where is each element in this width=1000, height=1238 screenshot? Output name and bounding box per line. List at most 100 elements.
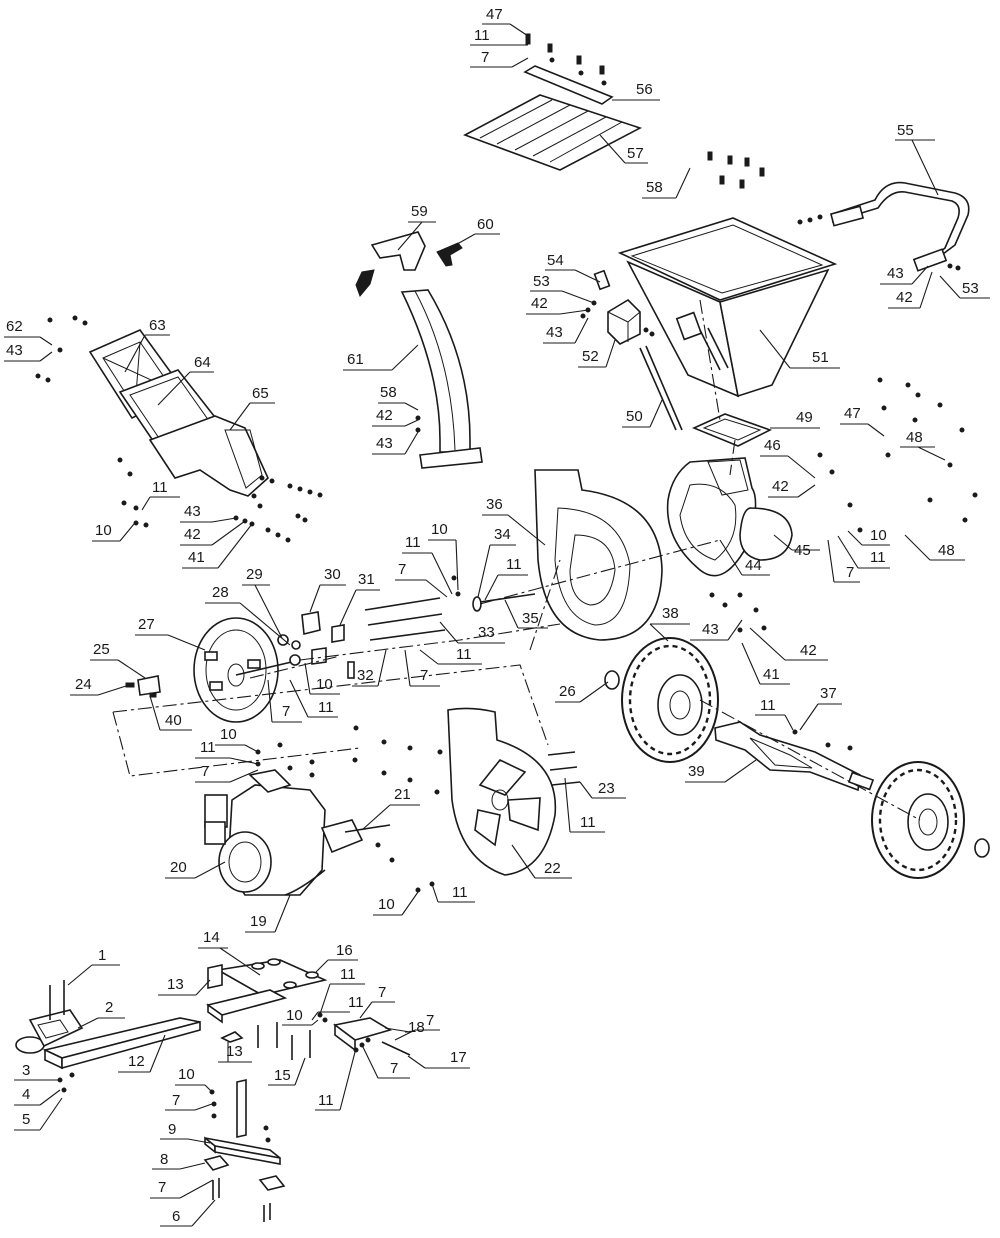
callout-label: 7 (398, 561, 406, 578)
callout-label: 56 (636, 81, 653, 98)
callout-7-lower: 7 (361, 1044, 410, 1079)
callout-37: 26 (555, 681, 609, 703)
callout-label: 34 (494, 526, 511, 543)
callout-label: 11 (452, 884, 468, 901)
callout-43-left: 43 (4, 342, 53, 362)
callout-label: 43 (6, 342, 23, 359)
callout-label: 48 (938, 542, 955, 559)
callout-11-top: 11 (470, 27, 528, 46)
callout-64: 64 (157, 354, 214, 406)
part-18-bracket (333, 1017, 411, 1056)
callout-7-engine: 7 (195, 763, 259, 783)
callout-47-top: 47 (482, 6, 529, 37)
callout-label: 43 (184, 503, 201, 520)
part-56-hinge-bar (523, 65, 614, 105)
callout-label: 41 (188, 549, 205, 566)
callout-55: 55 (895, 122, 939, 196)
callout-27: 27 (135, 616, 206, 651)
part-59-bracket (355, 231, 426, 297)
callout-63: 63 (124, 317, 170, 373)
part-50-rod (639, 345, 683, 431)
callout-7-ring: 7 (404, 649, 440, 687)
callout-44: 44 (719, 539, 770, 576)
callout-label: 11 (152, 479, 168, 496)
callout-53-mid: 53 (530, 273, 595, 304)
callout-label: 27 (138, 616, 155, 633)
callout-5: 5 (14, 1097, 63, 1131)
callout-58-mid: 58 (378, 384, 419, 411)
callout-26: 40 (149, 695, 192, 731)
callout-42-wheel: 42 (749, 627, 828, 661)
callout-60: 60 (451, 216, 500, 248)
callout-42-lower: 42 (180, 520, 246, 546)
callout-label: 10 (316, 676, 333, 693)
callout-label: 43 (887, 265, 904, 282)
callout-28: 28 (205, 584, 291, 646)
callout-label: 23 (598, 780, 615, 797)
part-39-axle (714, 721, 875, 792)
callout-label: 64 (194, 354, 211, 371)
part-36-housing (534, 469, 663, 641)
callout-label: 3 (22, 1062, 30, 1079)
callout-42-right: 42 (768, 478, 816, 498)
callout-7-pad: 7 (150, 1179, 214, 1199)
callout-label: 11 (340, 966, 356, 983)
callout-11-ring: 11 (419, 646, 482, 665)
callout-label: 19 (250, 913, 267, 930)
callout-label: 11 (474, 27, 490, 44)
callout-11-center: 11 (402, 534, 453, 595)
part-12-frame-beam (42, 1017, 201, 1070)
callout-49: 49 (770, 409, 820, 429)
part-49-gasket (691, 413, 773, 447)
callout-57: 57 (599, 134, 648, 164)
callout-53-handle: 53 (939, 275, 990, 299)
callout-label: 54 (547, 252, 564, 269)
callout-43-wheel: 43 (690, 619, 743, 641)
callout-label: 29 (246, 566, 263, 583)
callout-label: 32 (357, 667, 374, 684)
callout-label: 58 (380, 384, 397, 401)
callout-label: 55 (897, 122, 914, 139)
callout-label: 53 (533, 273, 550, 290)
callout-31: 31 (339, 571, 380, 626)
part-47-bolts-top (525, 33, 607, 86)
callout-label: 11 (200, 739, 216, 756)
callout-11-chassis: 11 (319, 966, 365, 1015)
callout-label: 51 (812, 349, 829, 366)
callout-45: 45 (773, 534, 820, 559)
callout-label: 7 (282, 703, 290, 720)
callout-21: 21 (361, 786, 420, 831)
part-60-knob (436, 242, 463, 267)
callout-label: 9 (168, 1121, 176, 1138)
callout-label: 36 (486, 496, 503, 513)
callout-10-center: 10 (428, 521, 459, 591)
callout-14: 14 (198, 929, 261, 976)
callout-22: 22 (511, 844, 572, 879)
callout-label: 13 (226, 1043, 243, 1060)
callout-label: 42 (896, 289, 913, 306)
callout-label: 48 (906, 429, 923, 446)
callout-label: 31 (358, 571, 375, 588)
callout-15: 15 (268, 1057, 306, 1086)
callout-34: 34 (477, 526, 516, 598)
part-57-flap (463, 94, 643, 171)
callout-52: 52 (578, 339, 616, 368)
callout-1: 1 (67, 947, 120, 986)
callout-label: 7 (158, 1179, 166, 1196)
callout-35: 35 (504, 599, 548, 629)
callout-3: 3 (14, 1062, 58, 1081)
callout-11-flywheel: 11 (289, 679, 338, 718)
callout-9: 9 (160, 1121, 211, 1144)
callout-11-shaft: 11 (484, 556, 528, 601)
callout-40: 37 (799, 685, 842, 731)
callout-label: 11 (870, 549, 886, 566)
callout-label: 25 (93, 641, 110, 658)
callout-11-lower: 11 (315, 1051, 356, 1111)
callout-24: 24 (70, 676, 127, 696)
callout-42-chute: 42 (372, 407, 419, 427)
part-20-engine (204, 769, 391, 896)
callout-label: 42 (376, 407, 393, 424)
callout-7-bracket: 7 (394, 1012, 440, 1041)
callout-label: 14 (203, 929, 220, 946)
callout-label: 57 (627, 145, 644, 162)
